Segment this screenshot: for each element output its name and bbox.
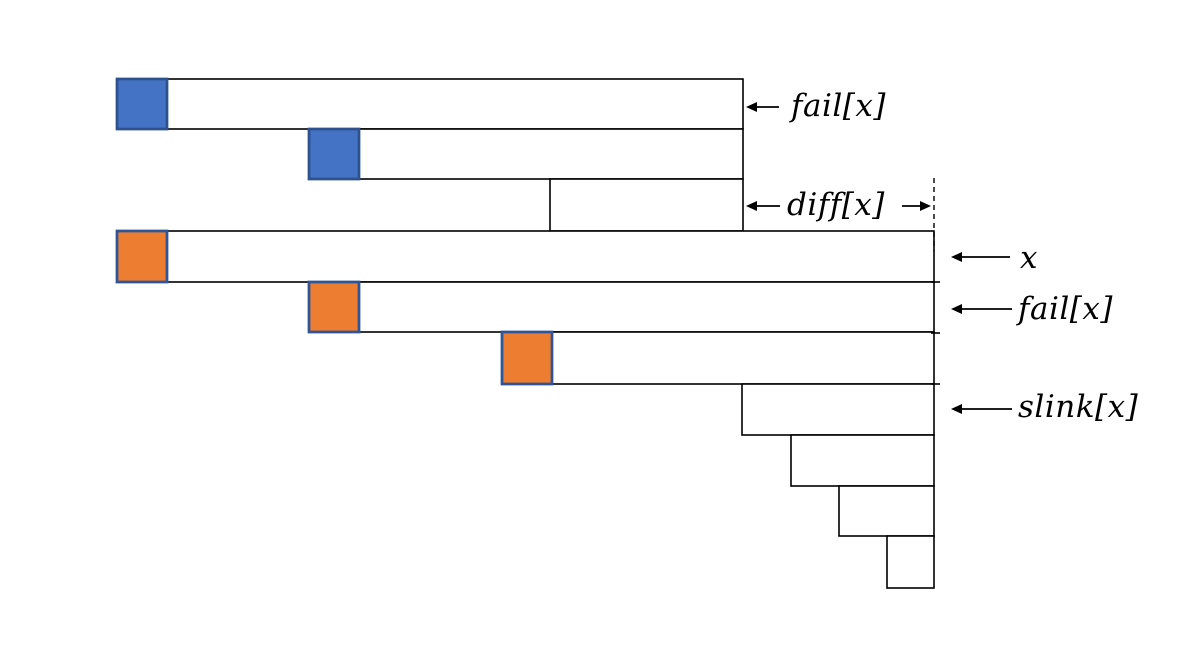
orange-marker-square <box>115 229 169 284</box>
blue-marker-square <box>115 77 169 131</box>
arrowhead <box>951 404 962 414</box>
label-diff: diff[x] <box>787 187 885 223</box>
arrowhead <box>920 201 931 211</box>
bar-3 <box>501 331 935 385</box>
x-arrow <box>951 252 1010 262</box>
diff-right-arrow <box>902 201 931 211</box>
overlay-layer <box>931 178 940 385</box>
bar-5 <box>790 434 935 487</box>
label-fail-top: fail[x] <box>789 88 886 124</box>
bar-x <box>116 230 935 283</box>
slink-arrow <box>951 404 1012 414</box>
label-slink: slink[x] <box>1018 389 1139 425</box>
bar-7 <box>886 535 935 589</box>
fail-top-arrow <box>746 102 779 112</box>
bar-fail-x <box>308 281 935 333</box>
arrowhead <box>951 304 962 314</box>
arrows-layer <box>746 102 1012 414</box>
arrowhead <box>746 201 757 211</box>
arrowhead <box>746 102 757 112</box>
top-bar-fail-x <box>116 78 744 130</box>
label-fail-bottom: fail[x] <box>1016 291 1113 327</box>
top-bar-3 <box>549 178 744 232</box>
top-bar-2 <box>308 128 744 180</box>
bar-6 <box>838 485 935 537</box>
blue-marker-square <box>307 127 361 181</box>
fail-bottom-arrow <box>951 304 1012 314</box>
orange-marker-square <box>500 330 554 386</box>
orange-marker-square <box>307 280 361 334</box>
diff-left-arrow <box>746 201 780 211</box>
arrowhead <box>951 252 962 262</box>
bar-slink-x <box>741 383 935 436</box>
label-x: x <box>1020 240 1038 276</box>
bars-layer <box>115 77 935 589</box>
